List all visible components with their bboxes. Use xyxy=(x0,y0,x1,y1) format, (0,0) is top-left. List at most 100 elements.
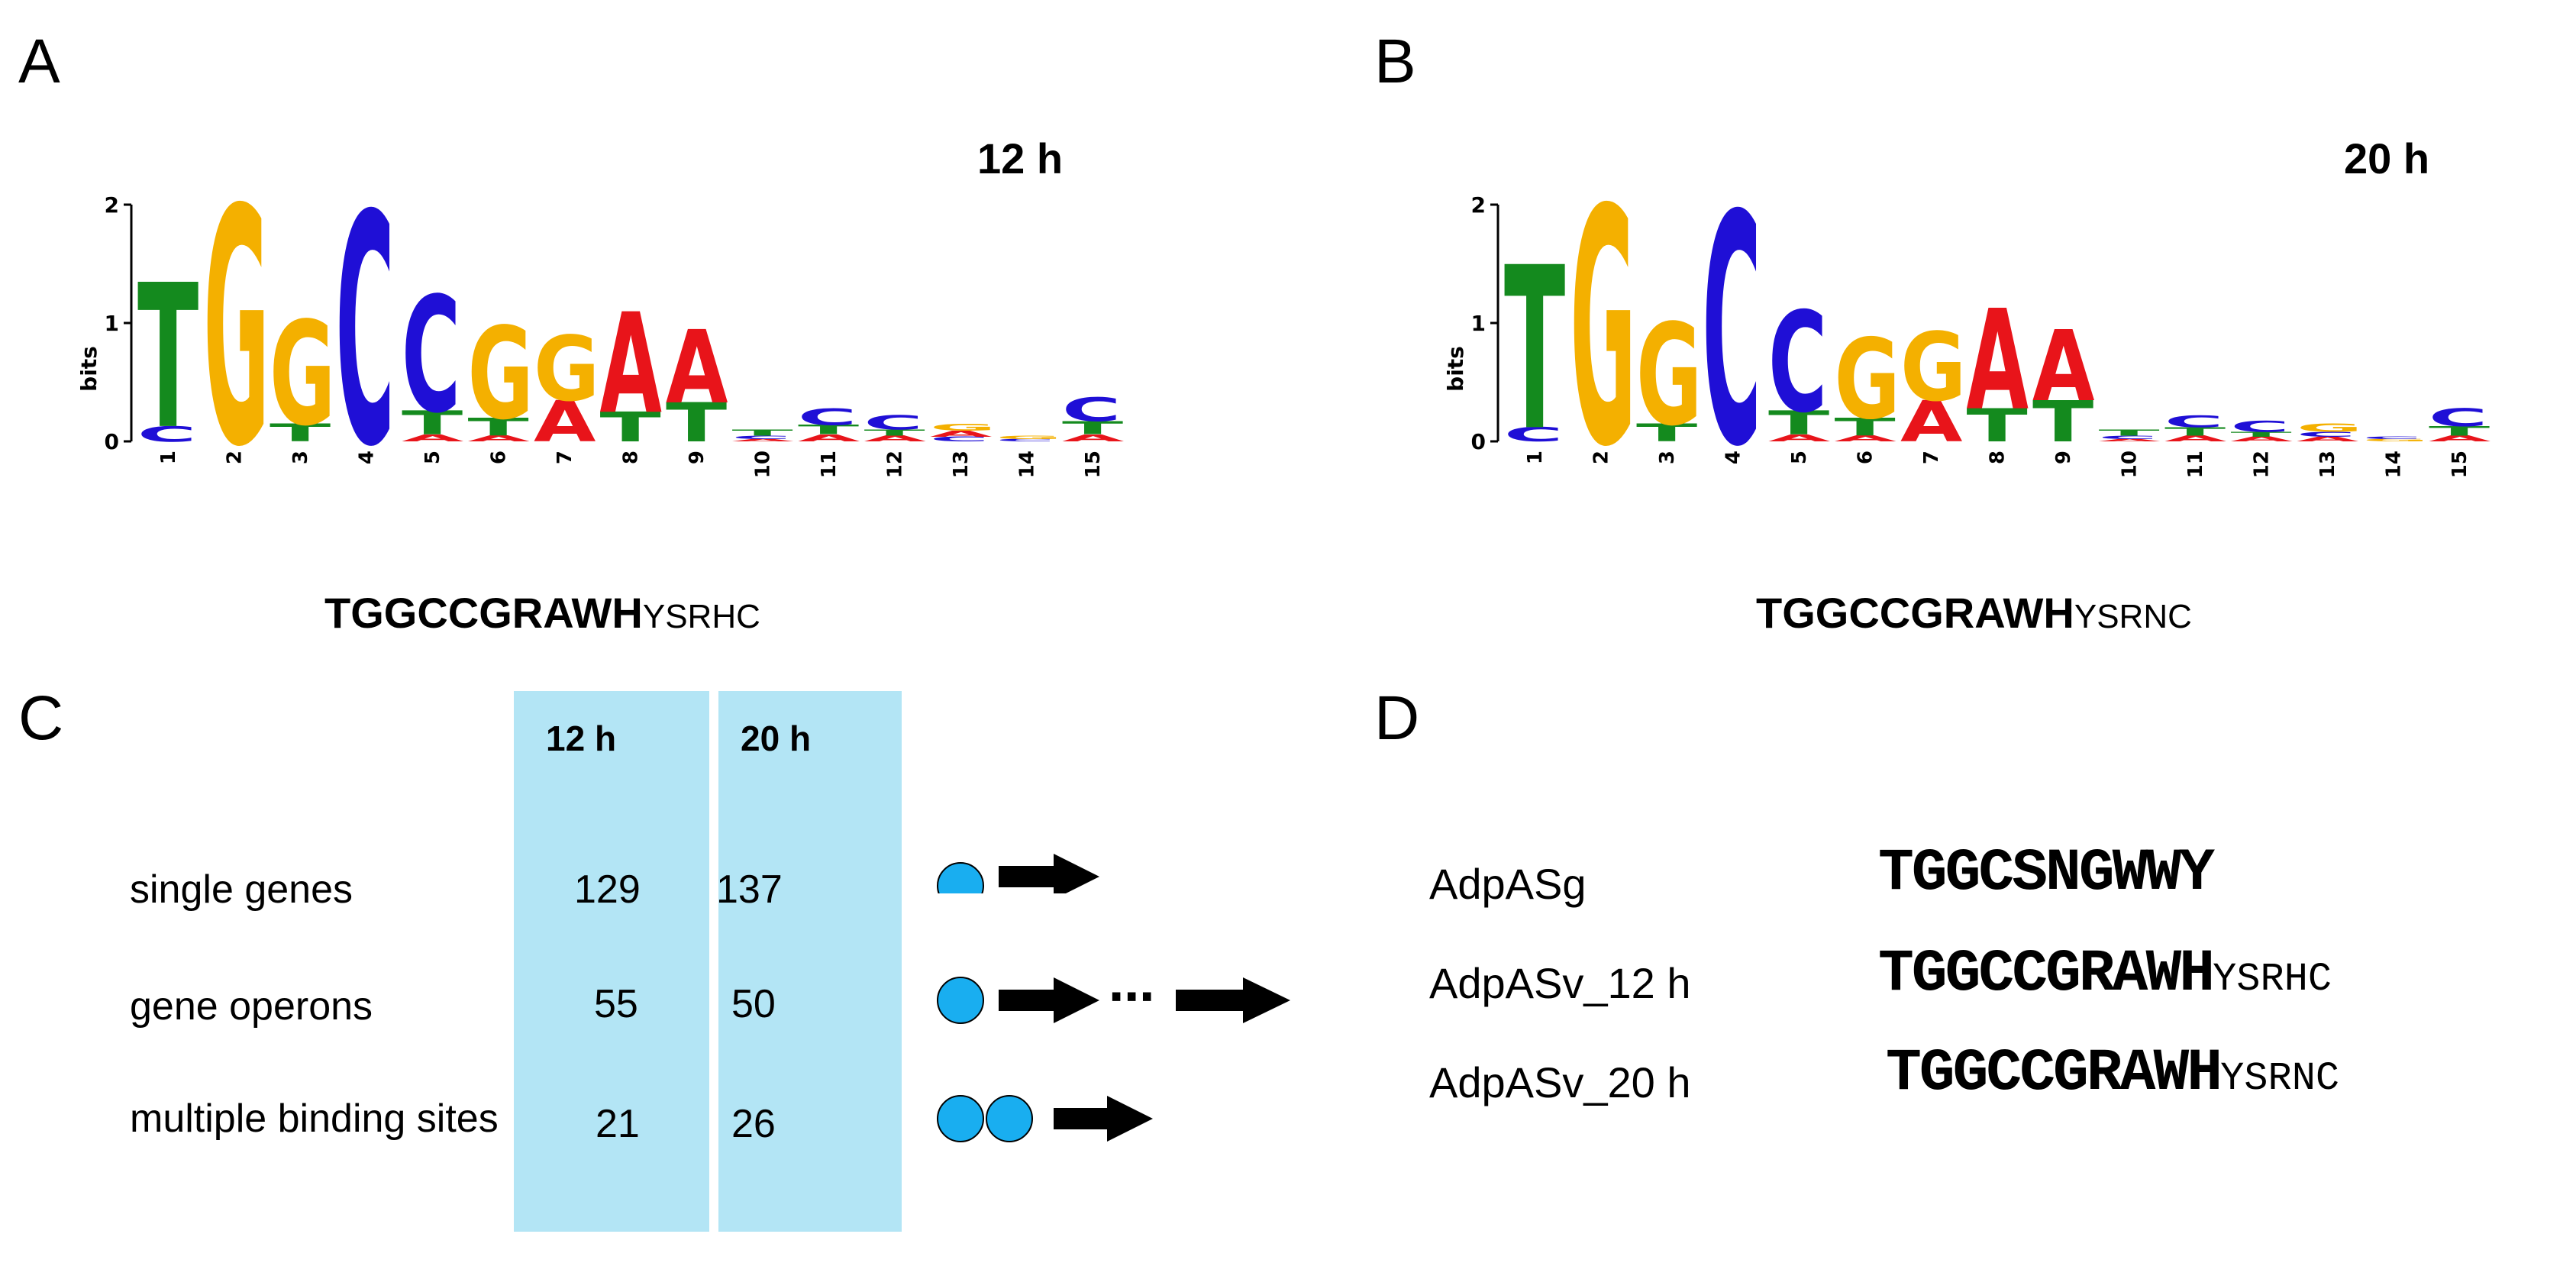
position-label: 7 xyxy=(1920,451,1943,464)
logo-letter-C: C xyxy=(930,435,989,443)
logo-letter-A: A xyxy=(600,284,662,444)
position-label: 4 xyxy=(1722,451,1745,464)
logo-letter-C: C xyxy=(996,438,1055,442)
position-label: 13 xyxy=(2316,451,2339,478)
logo-letter-T: T xyxy=(270,419,331,447)
logo-letter-G: G xyxy=(1835,315,1900,444)
col-header-12h: 12 h xyxy=(546,719,617,758)
motif-tail: YSRNC xyxy=(2220,1056,2340,1101)
motif-name-adpasv-12h: AdpASv_12 h xyxy=(1429,959,1691,1007)
position-label: 3 xyxy=(289,451,312,464)
logo-letter-T: T xyxy=(864,428,925,437)
logo-letter-A: A xyxy=(798,432,860,444)
position-label: 4 xyxy=(356,451,379,464)
logo-letter-C: C xyxy=(137,422,196,447)
consensus-tail: YSRNC xyxy=(2074,598,2192,635)
binding-site-dot xyxy=(986,1095,1033,1142)
panel-b-time-label: 20 h xyxy=(2344,134,2430,183)
logo-letter-A: A xyxy=(402,432,463,444)
panel-a-consensus: TGGCCGRAWHYSRHC xyxy=(324,588,760,638)
logo-letter-G: G xyxy=(1900,314,1966,423)
value-single-genes-20h: 137 xyxy=(716,867,783,912)
gene-arrow xyxy=(1176,977,1290,1023)
logo-letter-C: C xyxy=(402,263,460,448)
logo-letter-T: T xyxy=(732,428,793,437)
panel-letter-d: D xyxy=(1374,683,1420,753)
binding-site-dot xyxy=(937,977,984,1024)
logo-letter-A: A xyxy=(2099,438,2161,442)
panel-letter-b: B xyxy=(1374,27,1416,96)
logo-letter-T: T xyxy=(402,404,463,441)
logo-letter-G: G xyxy=(2297,422,2362,434)
logo-letter-A: A xyxy=(1967,280,2029,441)
logo-letter-T: T xyxy=(468,413,530,441)
position-label: 2 xyxy=(224,451,247,464)
position-label: 12 xyxy=(884,451,907,478)
logo-letter-T: T xyxy=(1504,220,1565,480)
position-label: 10 xyxy=(752,451,775,478)
logo-letter-C: C xyxy=(1504,424,1563,447)
col-header-20h: 20 h xyxy=(741,719,812,758)
position-label: 5 xyxy=(421,451,444,464)
binding-site-dot xyxy=(937,862,984,893)
logo-letter-G: G xyxy=(534,318,599,422)
position-label: 9 xyxy=(2052,451,2075,464)
panel-b-consensus: TGGCCGRAWHYSRNC xyxy=(1756,588,2192,638)
logo-letter-T: T xyxy=(1835,413,1896,441)
value-multiple-binding-sites-20h: 26 xyxy=(731,1102,776,1146)
y-tick-label: 0 xyxy=(1471,429,1486,454)
value-multiple-binding-sites-12h: 21 xyxy=(596,1102,640,1146)
logo-letter-A: A xyxy=(2164,434,2227,443)
logo-letter-A: A xyxy=(732,438,795,442)
logo-letter-C: C xyxy=(2429,404,2487,432)
logo-letter-T: T xyxy=(2231,431,2292,438)
motif-tail: YSRHC xyxy=(2213,957,2332,1002)
logo-letter-C: C xyxy=(2231,418,2290,435)
logo-letter-A: A xyxy=(1900,389,1963,454)
logo-letter-A: A xyxy=(930,429,993,438)
logo-letter-C: C xyxy=(1062,391,1121,428)
panel-letter-c: C xyxy=(18,683,64,753)
logo-letter-C: C xyxy=(2297,431,2355,438)
logo-letter-G: G xyxy=(930,422,996,433)
position-label: 10 xyxy=(2119,451,2142,478)
motif-core: TGGCSNGWWY xyxy=(1878,840,2215,907)
logo-letter-A: A xyxy=(2429,434,2491,443)
operon-ellipsis: ⋯ xyxy=(1109,971,1154,1024)
row-label-gene-operons: gene operons xyxy=(130,984,373,1029)
position-label: 9 xyxy=(686,451,709,464)
logo-letter-C: C xyxy=(1703,183,1761,517)
position-label: 15 xyxy=(1082,451,1105,478)
panel-a-time-label: 12 h xyxy=(977,134,1064,183)
motif-core: TGGCCGRAWH xyxy=(1886,1040,2223,1107)
logo-letter-T: T xyxy=(600,404,661,451)
logo-letter-G: G xyxy=(204,183,270,518)
position-label: 8 xyxy=(620,451,643,464)
motif-name-adpasv-20h: AdpASv_20 h xyxy=(1429,1058,1691,1106)
logo-letter-G: G xyxy=(1570,183,1636,518)
y-tick-label: 1 xyxy=(105,311,119,336)
logo-letter-C: C xyxy=(2099,434,2158,440)
y-tick-label: 2 xyxy=(1471,192,1486,218)
position-label: 14 xyxy=(1016,451,1039,478)
logo-letter-G: G xyxy=(468,300,534,447)
position-label: 3 xyxy=(1656,451,1679,464)
consensus-tail: YSRHC xyxy=(642,598,760,635)
logo-letter-C: C xyxy=(732,434,791,440)
position-label: 1 xyxy=(157,451,180,464)
logo-letter-C: C xyxy=(2363,436,2422,440)
y-axis-label: bits xyxy=(1443,346,1468,392)
logo-letter-G: G xyxy=(270,291,335,457)
gene-operon-schematic: ⋯ xyxy=(937,971,1290,1024)
position-label: 1 xyxy=(1524,451,1547,464)
gene-arrow xyxy=(999,977,1099,1023)
motif-core: TGGCCGRAWH xyxy=(1878,941,2215,1008)
row-label-single-genes: single genes xyxy=(130,867,353,912)
logo-letter-A: A xyxy=(1062,432,1124,444)
position-label: 15 xyxy=(2448,451,2471,478)
logo-letter-C: C xyxy=(864,412,923,434)
motif-adpasv-20h: TGGCCGRAWHYSRNC xyxy=(1886,1040,2339,1107)
logo-letter-T: T xyxy=(137,243,199,473)
